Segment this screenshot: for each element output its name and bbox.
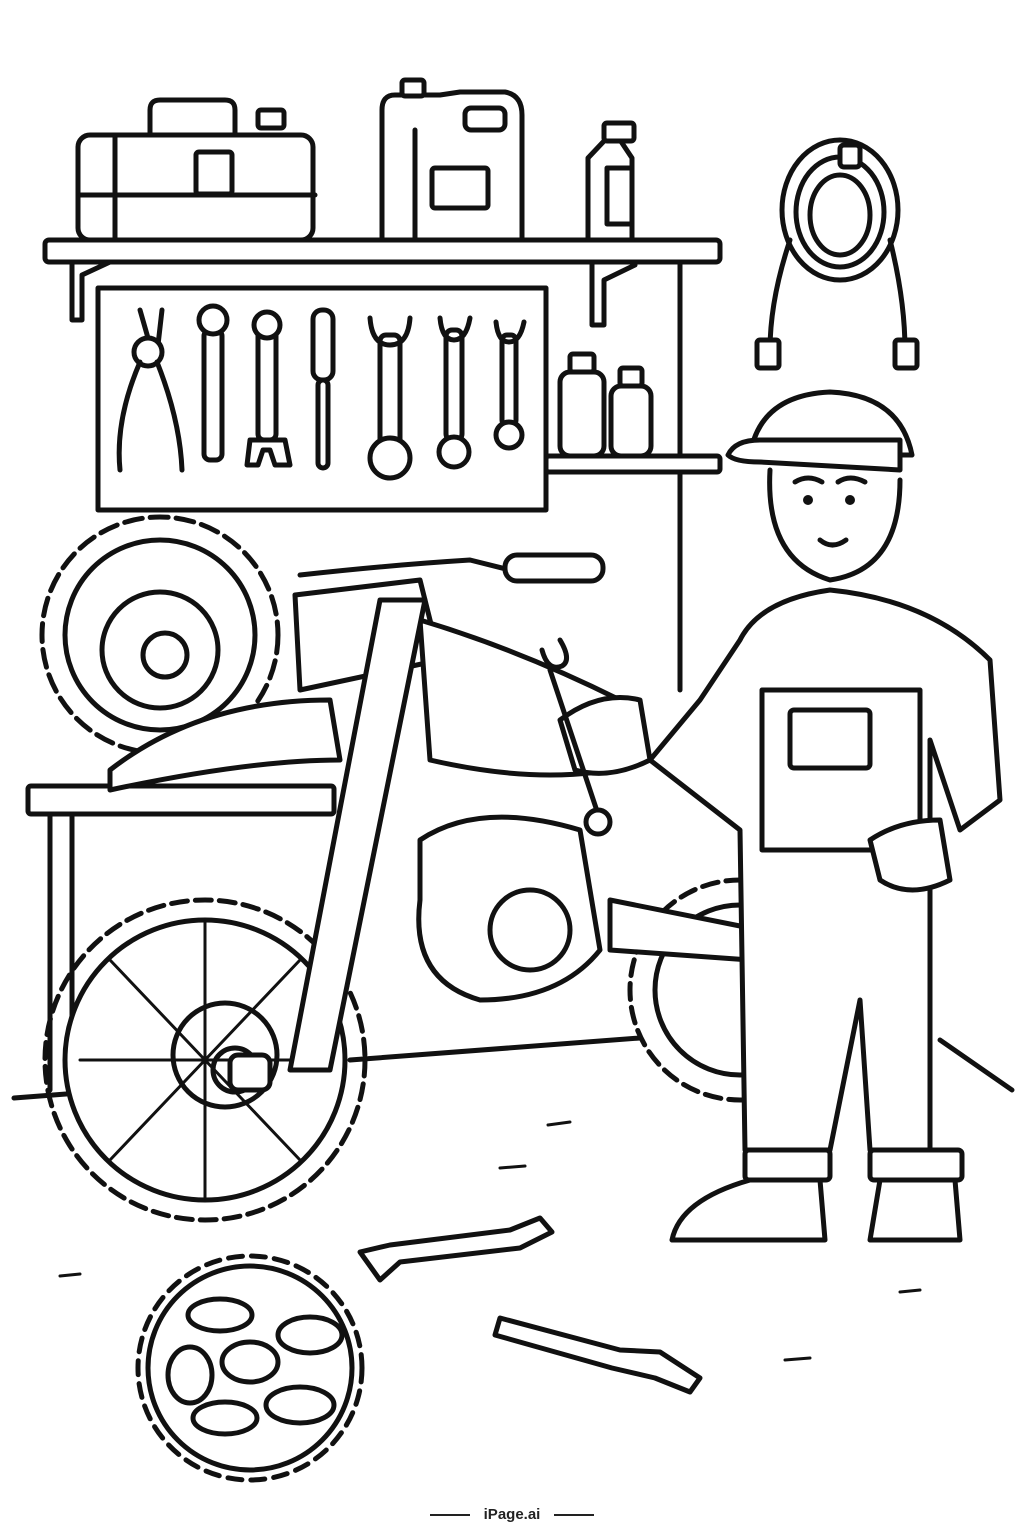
floor-wrench-1 xyxy=(357,1215,555,1283)
dirt-bike xyxy=(42,552,853,1223)
lower-shelf xyxy=(543,351,723,475)
floor-wrench-2 xyxy=(492,1315,703,1395)
coiled-cable xyxy=(754,137,920,371)
oil-jug xyxy=(379,77,525,243)
bottle xyxy=(585,120,637,243)
watermark: iPage.ai xyxy=(0,1506,1024,1523)
mechanic xyxy=(557,389,1003,1243)
held-wrench xyxy=(539,637,613,837)
sprocket xyxy=(135,1253,365,1483)
floor-marks xyxy=(58,1120,922,1362)
toolbox xyxy=(75,97,318,243)
pegboard xyxy=(95,285,549,513)
